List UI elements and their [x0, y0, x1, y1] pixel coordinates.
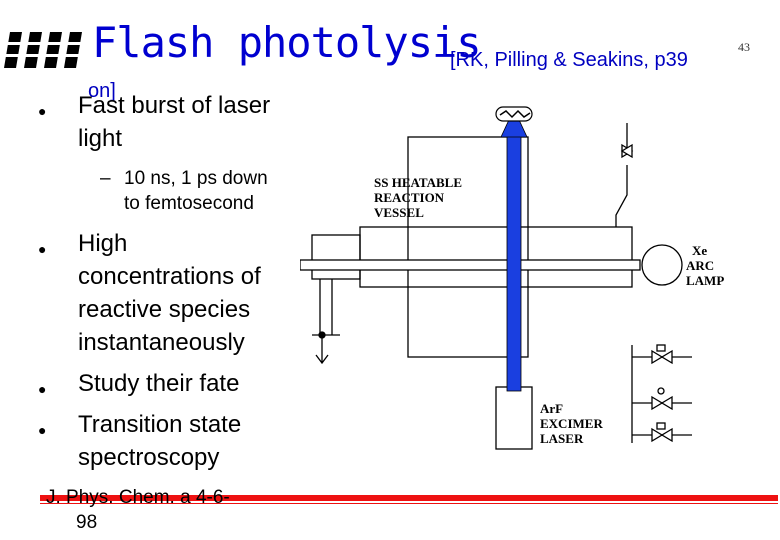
laser-beam-arrow-icon [500, 108, 528, 138]
accent-rule [40, 495, 778, 501]
bullet-line: concentrations of [78, 263, 261, 290]
sub-bullet-line: to femtosecond [124, 193, 254, 214]
lamp-label: Xe [692, 243, 707, 258]
citation-line: 98 [76, 512, 98, 533]
vessel-label: VESSEL [374, 205, 424, 220]
bullet-line: light [78, 125, 123, 152]
lamp-label: ARC [686, 258, 714, 273]
title-decoration-bars [0, 32, 86, 68]
flash-photolysis-apparatus-diagram: SS HEATABLE REACTION VESSEL Xe ARC LAMP … [300, 106, 724, 450]
bullet-dot-icon: ● [38, 241, 47, 257]
reference-text: [RK, Pilling & Seakins, p39 [450, 49, 688, 71]
left-port-box [311, 234, 361, 280]
bullet-line: Fast burst of laser [78, 92, 271, 119]
bullet-dot-icon: ● [38, 381, 47, 397]
slide-title: Flash photolysis [92, 18, 482, 67]
sub-bullet-dash: – [100, 168, 111, 189]
vessel-label: SS HEATABLE [374, 175, 462, 190]
bullet-dot-icon: ● [38, 422, 47, 438]
citation-line: J. Phys. Chem. a 4-6- [46, 487, 230, 508]
bullet-dot-icon: ● [38, 103, 47, 119]
laser-beam [506, 134, 522, 392]
xe-arc-lamp [641, 244, 683, 286]
bullet-line: instantaneously [78, 329, 245, 356]
citation: J. Phys. Chem. a 4-6- 98 [46, 485, 286, 535]
laser-label: ArF [540, 401, 563, 416]
arf-excimer-laser-box [495, 386, 533, 450]
page-number: 43 [738, 40, 750, 54]
bullet-line: reactive species [78, 296, 251, 323]
bullet-line: spectroscopy [78, 444, 220, 471]
laser-label: EXCIMER [540, 416, 603, 431]
bullet-line: Study their fate [78, 370, 240, 397]
reference-continuation: on] [88, 80, 116, 102]
vessel-label: REACTION [374, 190, 445, 205]
bullet-line: High [78, 230, 128, 257]
accent-rule-thin [40, 503, 778, 504]
reaction-vessel-vertical [407, 136, 529, 358]
laser-label: LASER [540, 431, 584, 446]
lamp-label: LAMP [686, 273, 724, 288]
detector-icon [495, 106, 533, 122]
bullet-line: Transition state [78, 411, 242, 438]
probe-beam-tube [300, 259, 641, 271]
sub-bullet-line: 10 ns, 1 ps down [124, 168, 268, 189]
